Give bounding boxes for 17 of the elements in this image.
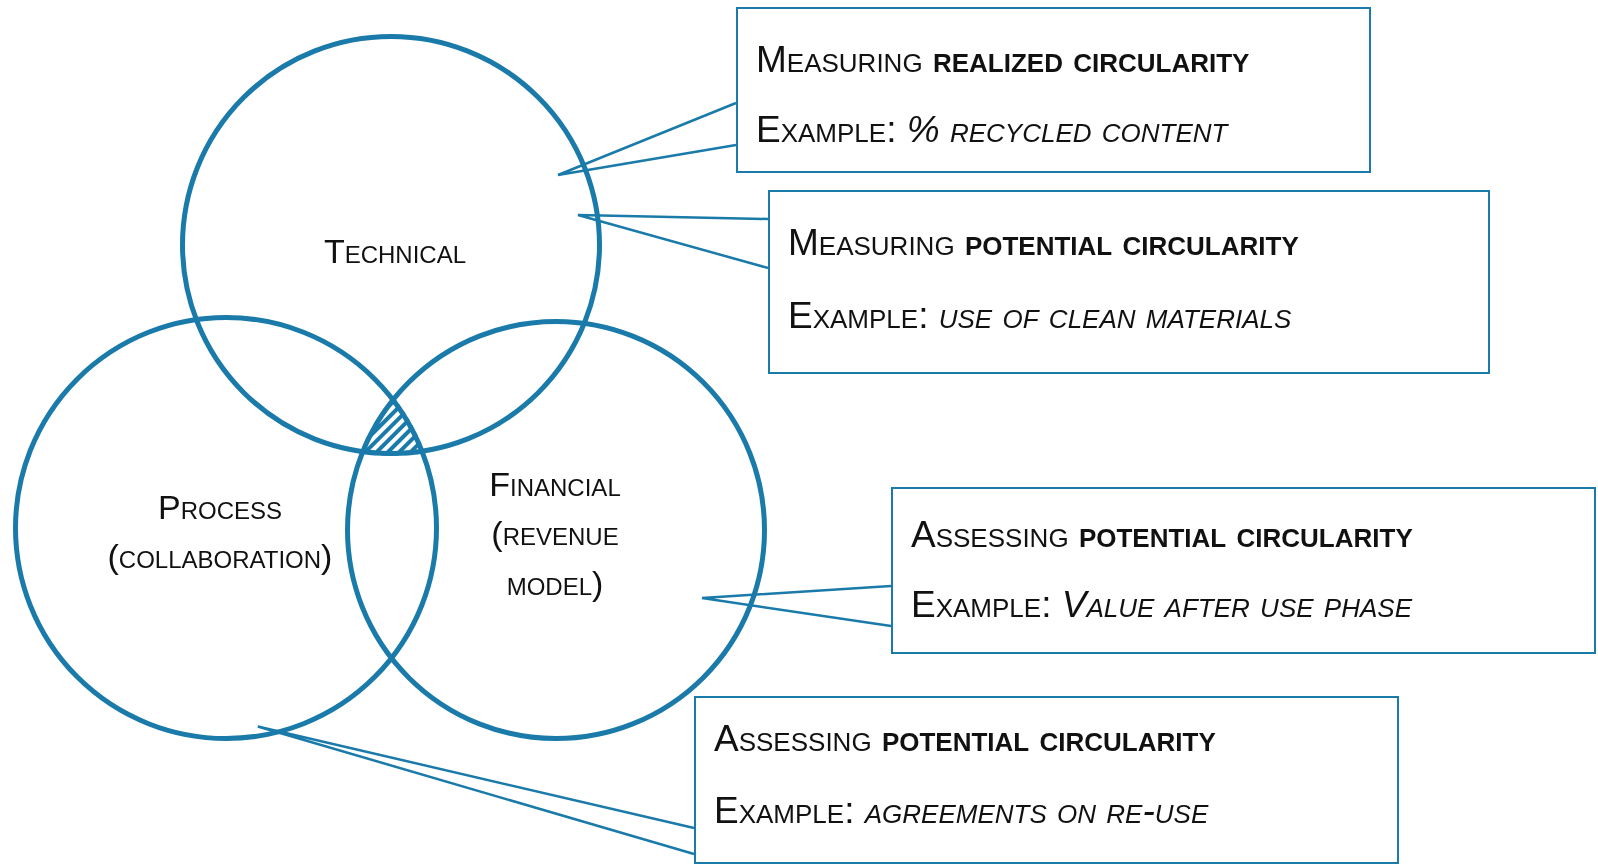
example-text: Example: agreements on re-use	[714, 790, 1209, 832]
callout-box	[768, 190, 1490, 374]
callout-heading: Measuring realized circularity	[756, 39, 1250, 81]
example-text: Example: Value after use phase	[911, 584, 1412, 626]
callout-box	[736, 7, 1371, 173]
circle-label: Financial (revenue model)	[488, 464, 622, 604]
callout-box	[891, 487, 1596, 654]
venn-circle	[180, 34, 602, 456]
callout-heading: Measuring potential circularity	[788, 222, 1299, 264]
callout-heading: Assessing potential circularity	[714, 718, 1216, 760]
circle-label: Process (collaboration)	[106, 487, 334, 578]
callout-heading: Assessing potential circularity	[911, 514, 1413, 556]
circle-label: Technical	[322, 231, 468, 272]
callout-box	[694, 696, 1399, 864]
example-text: Example: use of clean materials	[788, 295, 1292, 337]
venn-circle	[13, 315, 439, 741]
example-text: Example: % recycled content	[756, 109, 1228, 151]
